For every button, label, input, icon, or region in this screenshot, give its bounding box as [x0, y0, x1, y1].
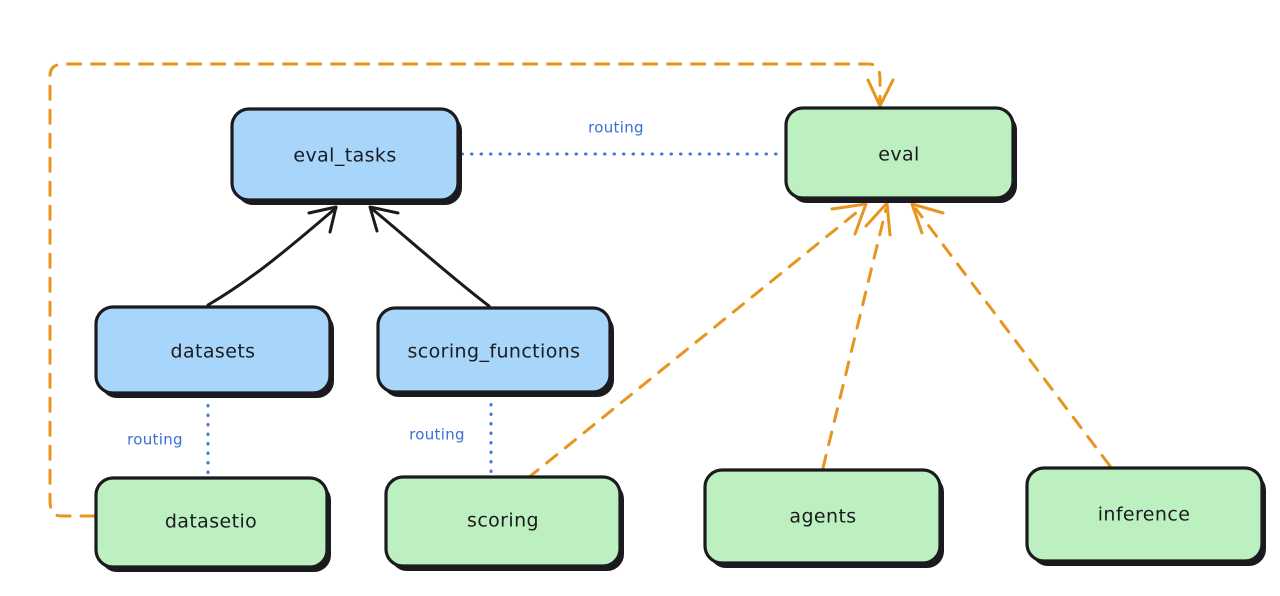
node-agents[interactable]: agents	[703, 468, 944, 568]
edge-label-routing-eval-tasks: routing	[588, 119, 644, 137]
node-scoring-functions-label: scoring_functions	[408, 341, 581, 363]
edge-scoring-functions-to-eval-tasks	[368, 205, 491, 308]
edge-scoring-to-eval	[526, 202, 868, 480]
node-datasetio-label: datasetio	[165, 511, 257, 533]
node-scoring[interactable]: scoring	[384, 475, 624, 571]
node-datasets-body	[94, 305, 332, 395]
node-eval-tasks-label: eval_tasks	[293, 145, 396, 167]
edge-label-routing-scoring-functions: routing	[409, 426, 465, 444]
edge-group-solid	[206, 205, 491, 308]
node-datasetio-body	[94, 476, 329, 569]
node-datasets[interactable]: datasets	[94, 305, 334, 398]
node-eval[interactable]: eval	[784, 106, 1017, 203]
edge-datasets-to-eval-tasks	[206, 205, 338, 307]
node-eval-label: eval	[878, 144, 919, 166]
node-scoring-functions[interactable]: scoring_functions	[376, 306, 614, 397]
edge-datasetio-to-eval	[48, 62, 895, 518]
node-scoring-body	[384, 475, 622, 568]
edge-label-group: routing routing routing	[127, 119, 644, 449]
edge-inference-to-eval	[910, 202, 1112, 468]
node-inference-body	[1025, 466, 1264, 563]
node-agents-label: agents	[789, 506, 856, 528]
node-inference-label: inference	[1098, 504, 1191, 526]
node-scoring-label: scoring	[467, 510, 539, 532]
node-eval-tasks[interactable]: eval_tasks	[230, 107, 462, 205]
node-agents-body	[703, 468, 942, 565]
edge-group-dashed	[48, 62, 1112, 518]
edge-agents-to-eval	[821, 201, 892, 470]
node-datasetio[interactable]: datasetio	[94, 476, 331, 572]
node-inference[interactable]: inference	[1025, 466, 1266, 566]
edge-group-dotted	[206, 152, 786, 478]
edge-label-routing-datasets: routing	[127, 431, 183, 449]
node-eval-tasks-body	[230, 107, 460, 202]
node-scoring-functions-body	[376, 306, 612, 394]
node-datasets-label: datasets	[171, 341, 256, 363]
node-eval-body	[784, 106, 1015, 200]
